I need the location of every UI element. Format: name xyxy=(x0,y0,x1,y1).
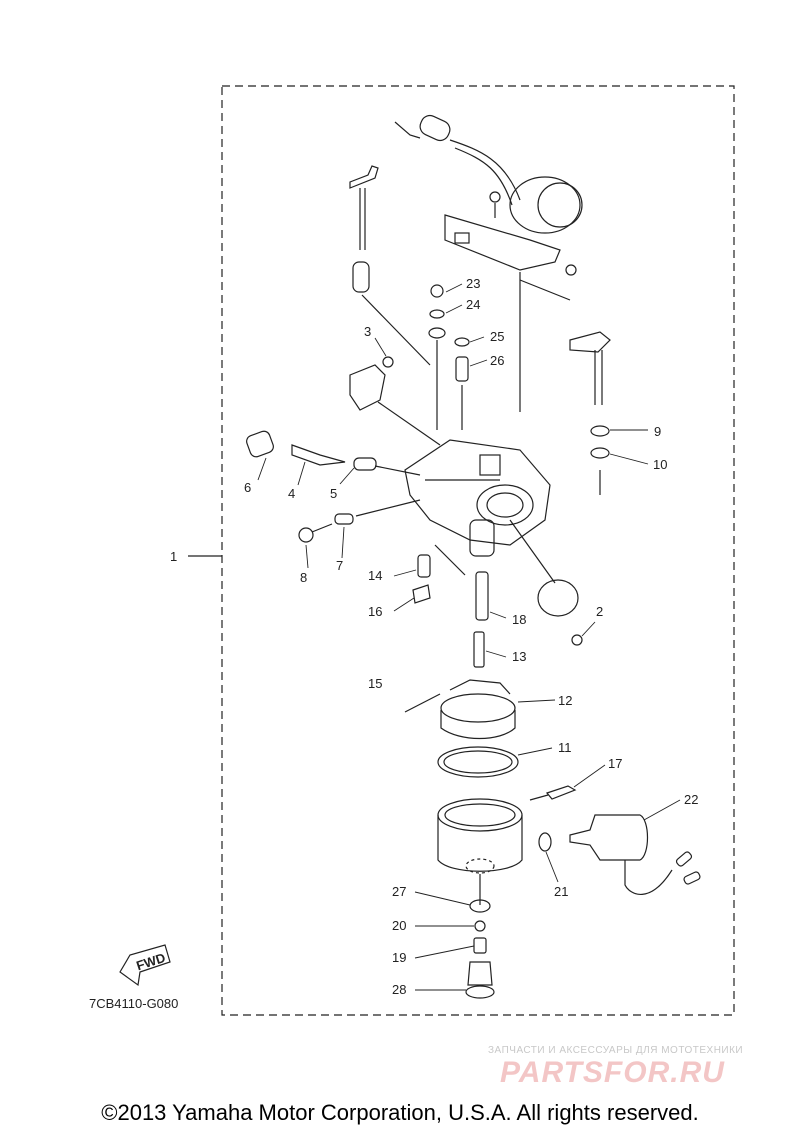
main-jet-drawing xyxy=(412,544,489,668)
callout-17: 17 xyxy=(608,756,622,771)
callout-24: 24 xyxy=(466,297,480,312)
callout-23: 23 xyxy=(466,276,480,291)
assembly-boundary xyxy=(221,85,735,1016)
callout-9: 9 xyxy=(654,424,661,439)
watermark-tagline: ЗАПЧАСТИ И АКСЕССУАРЫ ДЛЯ МОТОТЕХНИКИ xyxy=(488,1045,744,1056)
choke-valve-drawing xyxy=(509,519,583,646)
diagram-code: 7CB4110-G080 xyxy=(89,996,179,1011)
callout-26: 26 xyxy=(490,353,504,368)
callout-18: 18 xyxy=(512,612,526,627)
callout-labels: 1 2 3 4 5 6 7 8 9 10 11 12 13 14 15 16 1… xyxy=(134,276,698,997)
callout-2: 2 xyxy=(596,604,603,619)
cover-plate-drawing xyxy=(349,356,441,446)
float-drawing xyxy=(404,679,516,740)
callout-27: 27 xyxy=(392,884,406,899)
callout-21: 21 xyxy=(554,884,568,899)
pilot-screw-drawing xyxy=(246,430,421,543)
callout-16: 16 xyxy=(368,604,382,619)
callout-13: 13 xyxy=(512,649,526,664)
callout-11: 11 xyxy=(558,740,572,755)
watermark-brand: PARTSFOR.RU xyxy=(500,1056,725,1089)
callout-12: 12 xyxy=(558,693,572,708)
choke-shaft-drawing xyxy=(569,331,611,495)
fwd-label: FWD xyxy=(134,950,167,973)
callout-22: 22 xyxy=(684,792,698,807)
callout-10: 10 xyxy=(653,457,667,472)
callout-3: 3 xyxy=(364,324,371,339)
callout-5: 5 xyxy=(330,486,337,501)
callout-4: 4 xyxy=(288,486,295,501)
callout-1: 1 xyxy=(170,549,177,564)
throttle-shaft-drawing xyxy=(349,165,431,366)
callout-leaders xyxy=(257,283,681,991)
drain-bolt-stack-drawing xyxy=(465,899,495,999)
callout-15: 15 xyxy=(368,676,382,691)
float-bowl-gasket xyxy=(437,746,519,778)
screw-washer-stack-drawing xyxy=(428,284,470,430)
callout-8: 8 xyxy=(300,570,307,585)
drain-screw-drawing xyxy=(529,785,577,801)
callout-20: 20 xyxy=(392,918,406,933)
callout-28: 28 xyxy=(392,982,406,997)
carburetor-body-drawing xyxy=(404,439,551,557)
choke-solenoid-drawing xyxy=(394,114,583,412)
fuel-cut-solenoid-drawing xyxy=(538,814,701,895)
fwd-arrow-icon xyxy=(119,944,171,987)
copyright-notice: ©2013 Yamaha Motor Corporation, U.S.A. A… xyxy=(101,1100,699,1125)
callout-25: 25 xyxy=(490,329,504,344)
callout-7: 7 xyxy=(336,558,343,573)
callout-14: 14 xyxy=(368,568,382,583)
callout-19: 19 xyxy=(392,950,406,965)
callout-6: 6 xyxy=(244,480,251,495)
float-bowl-drawing xyxy=(437,798,523,905)
